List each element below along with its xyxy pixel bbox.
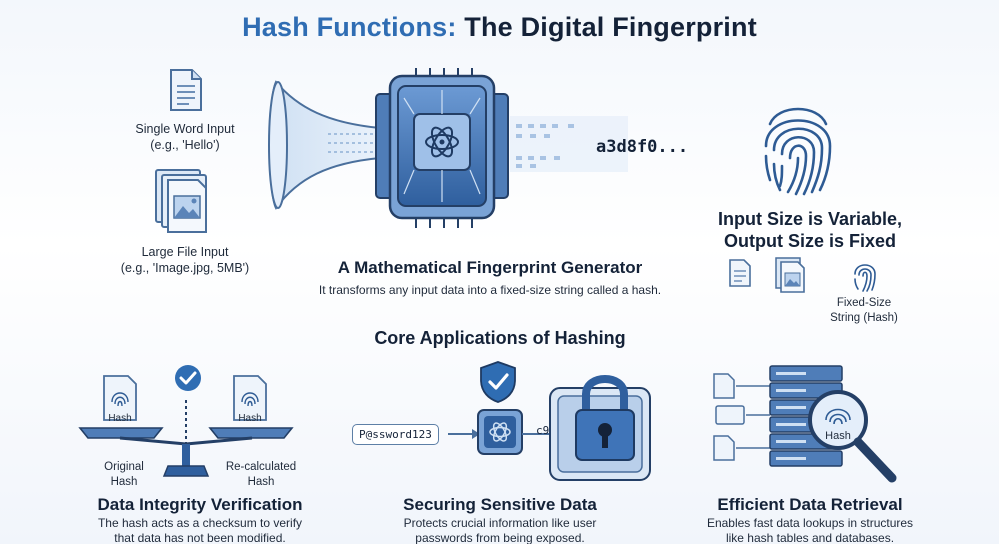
image-file-icon — [155, 169, 207, 233]
single-word-example: (e.g., 'Hello') — [150, 138, 220, 152]
single-word-title: Single Word Input — [135, 122, 235, 136]
single-word-input-label: Single Word Input (e.g., 'Hello') — [110, 121, 260, 153]
retrieval-description: Enables fast data lookups in structures … — [660, 516, 960, 544]
integrity-doc-label-left: Hash — [108, 413, 132, 424]
fixed-size-label: Fixed-Size String (Hash) — [812, 296, 916, 326]
document-icon — [170, 69, 202, 111]
fixed-size-line2: String (Hash) — [830, 312, 898, 324]
recalc-line2: Hash — [247, 476, 275, 488]
small-fingerprint-icon — [854, 264, 876, 292]
magnifier-label: Hash — [825, 430, 851, 442]
integrity-desc-line1: The hash acts as a checksum to verify — [97, 516, 303, 530]
security-description: Protects crucial information like user p… — [350, 516, 650, 544]
recalc-line1: Re-calculated — [225, 461, 297, 473]
title-accent: Hash Functions: — [242, 12, 457, 42]
processor-chip-icon — [375, 68, 509, 228]
recalculated-hash-label: Re-calculated Hash — [206, 460, 316, 490]
hash-generator-illustration — [268, 68, 628, 228]
security-desc-line2: passwords from being exposed. — [415, 531, 585, 544]
fingerprint-icon — [764, 107, 832, 196]
large-file-input-label: Large File Input (e.g., 'Image.jpg, 5MB'… — [100, 244, 270, 276]
retrieval-heading: Efficient Data Retrieval — [717, 495, 903, 514]
scale-icon — [78, 365, 294, 477]
integrity-heading: Data Integrity Verification — [97, 495, 303, 514]
small-document-icon — [729, 259, 751, 287]
hash-chip-icon — [448, 409, 558, 455]
size-note-heading: Input Size is Variable, Output Size is F… — [690, 208, 930, 252]
password-field: P@ssword123 — [352, 424, 439, 445]
small-image-file-icon — [775, 257, 805, 293]
checkmark-icon — [175, 365, 201, 391]
title-main: The Digital Fingerprint — [464, 12, 757, 42]
original-line2: Hash — [110, 476, 138, 488]
generator-description: It transforms any input data into a fixe… — [318, 283, 662, 297]
output-hash-text: a3d8f0... — [596, 137, 689, 157]
generator-heading: A Mathematical Fingerprint Generator — [337, 258, 643, 277]
integrity-desc-line2: that data has not been modified. — [114, 531, 286, 544]
security-heading: Securing Sensitive Data — [403, 495, 597, 514]
security-desc-line1: Protects crucial information like user — [403, 516, 597, 530]
large-file-title: Large File Input — [141, 245, 229, 259]
funnel-icon — [268, 80, 381, 210]
server-stack-icon — [713, 365, 897, 483]
size-note-line2: Output Size is Fixed — [723, 231, 897, 251]
size-note-line1: Input Size is Variable, — [717, 209, 903, 229]
magnifier-icon — [808, 390, 897, 483]
retrieval-desc-line1: Enables fast data lookups in structures — [706, 516, 914, 530]
fixed-size-line1: Fixed-Size — [836, 297, 892, 309]
original-line1: Original — [104, 461, 144, 473]
output-stream — [510, 116, 628, 172]
applications-heading: Core Applications of Hashing — [374, 328, 626, 348]
shield-check-icon — [480, 361, 516, 403]
integrity-description: The hash acts as a checksum to verify th… — [50, 516, 350, 544]
integrity-doc-label-right: Hash — [238, 413, 262, 424]
large-file-example: (e.g., 'Image.jpg, 5MB') — [120, 261, 250, 275]
retrieval-desc-line2: like hash tables and databases. — [725, 531, 895, 544]
page-title: Hash Functions: The Digital Fingerprint — [0, 12, 999, 43]
original-hash-label: Original Hash — [84, 460, 164, 490]
padlock-icon — [549, 375, 651, 481]
